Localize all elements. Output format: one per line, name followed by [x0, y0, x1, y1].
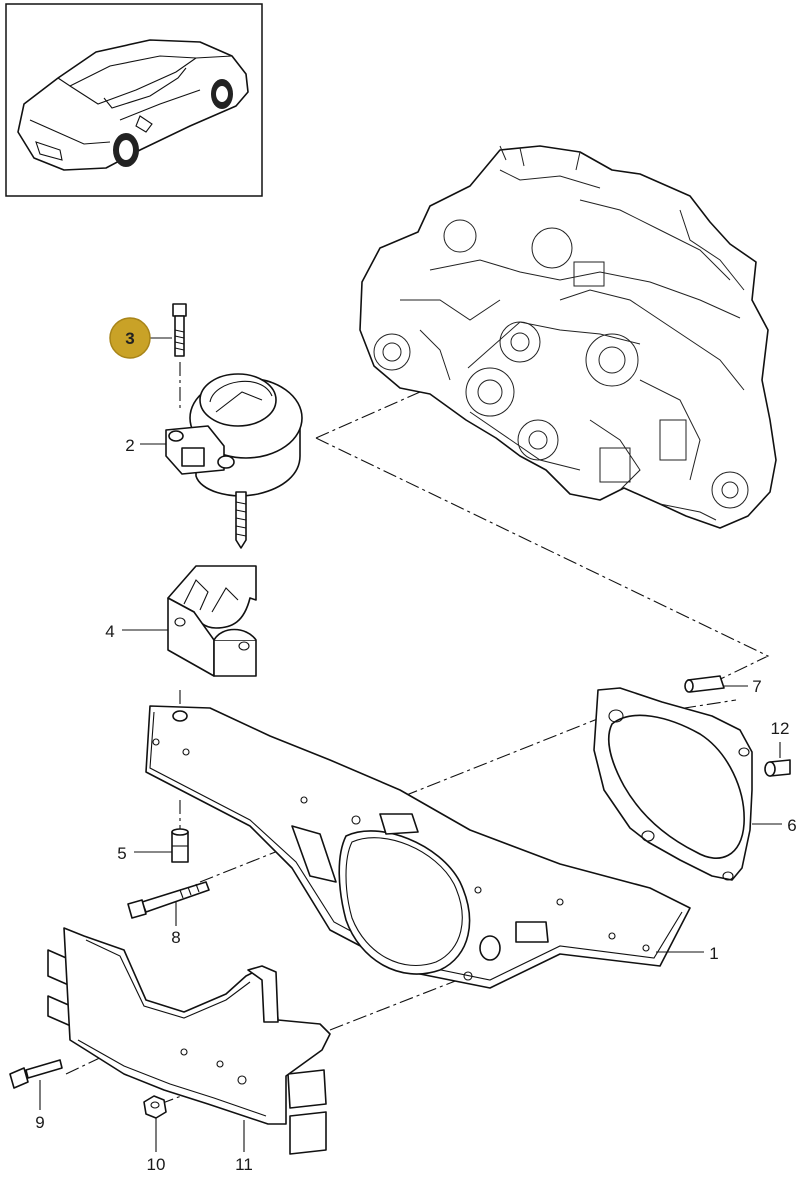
callout-labels: 3 2 4 5 7 12 6 8 1 9 10 11: [35, 317, 797, 1174]
callout-11-text[interactable]: 11: [235, 1155, 253, 1174]
underbody-plate-part-11[interactable]: [47, 927, 331, 1155]
callout-2-text[interactable]: 2: [125, 436, 134, 455]
callout-9-text[interactable]: 9: [35, 1113, 44, 1132]
callout-5-text[interactable]: 5: [117, 844, 126, 863]
gasket-part-6[interactable]: [593, 687, 753, 881]
callout-3-badge[interactable]: [109, 317, 151, 359]
callout-10-text[interactable]: 10: [147, 1155, 166, 1174]
callout-4-text[interactable]: 4: [105, 622, 114, 641]
callout-3-text[interactable]: 3: [125, 329, 134, 348]
nut-part-10[interactable]: [143, 1095, 167, 1119]
bolt-part-9[interactable]: [9, 1059, 63, 1089]
engine-mount-part-2[interactable]: [165, 373, 303, 549]
bolt-part-8[interactable]: [127, 881, 210, 919]
crossmember-part-1[interactable]: [145, 705, 691, 989]
callout-3[interactable]: 3: [109, 317, 151, 359]
callout-8-text[interactable]: 8: [171, 928, 180, 947]
coupe-car-icon: [17, 39, 249, 171]
dowel-part-5[interactable]: [171, 828, 189, 863]
sleeve-part-12[interactable]: [764, 759, 791, 777]
leader-lines: [39, 337, 782, 1152]
bolt-part-3[interactable]: [172, 303, 187, 357]
vehicle-thumbnail: [5, 3, 263, 197]
callout-12-text[interactable]: 12: [771, 719, 790, 738]
engine-assembly-drawing: [359, 145, 777, 529]
callout-1-text[interactable]: 1: [709, 944, 718, 963]
callout-6-text[interactable]: 6: [787, 816, 796, 835]
pin-part-7[interactable]: [684, 675, 725, 693]
spacer-part-4[interactable]: [167, 565, 257, 677]
callout-7-text[interactable]: 7: [752, 677, 761, 696]
